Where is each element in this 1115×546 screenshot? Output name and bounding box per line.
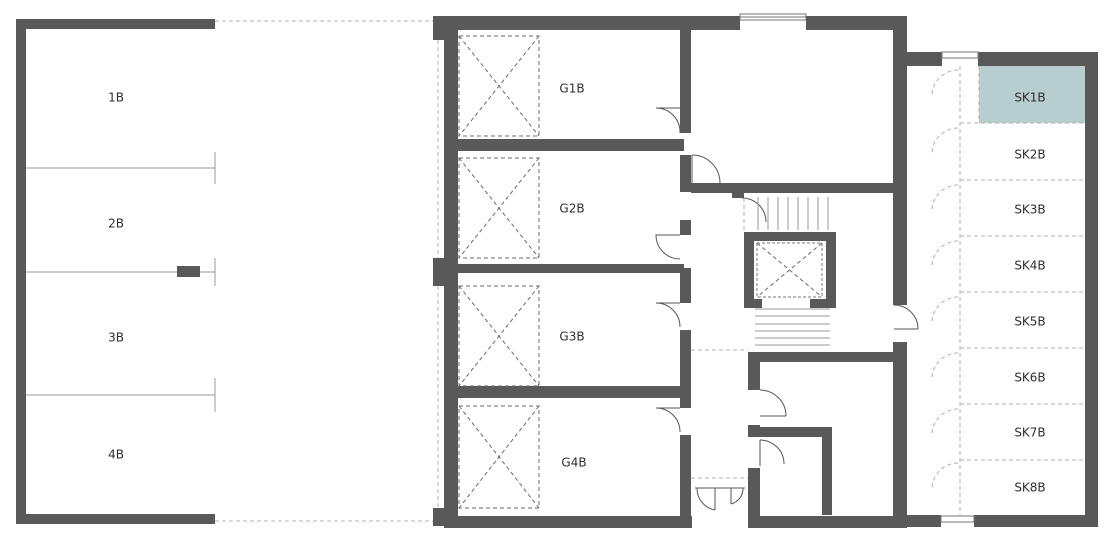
garage-label: G2B — [559, 202, 584, 216]
storage-unit-label: SK5B — [1014, 315, 1045, 329]
storage-unit-label: SK4B — [1014, 259, 1045, 273]
storage-door-swing — [931, 240, 959, 268]
parking-space-label: 1B — [108, 91, 124, 105]
storage-door-swing — [931, 462, 959, 490]
elevator — [744, 232, 836, 308]
parking-space-label: 2B — [108, 217, 124, 231]
storage-door-swing — [931, 352, 959, 380]
storage-unit-label: SK1B — [1014, 91, 1045, 105]
garage-label: G3B — [559, 330, 584, 344]
central-core — [691, 13, 919, 528]
storage-door-swing — [931, 296, 959, 324]
storage-door-swing — [931, 69, 959, 97]
garage-label: G4B — [561, 456, 586, 470]
parking-space-label: 4B — [108, 448, 124, 462]
storage-unit-label: SK7B — [1014, 426, 1045, 440]
stairs — [755, 197, 830, 346]
storage-door-swing — [931, 127, 959, 155]
parking-space-label: 3B — [108, 331, 124, 345]
storage-unit-label: SK3B — [1014, 203, 1045, 217]
parking-area — [16, 19, 433, 524]
storage-block — [907, 51, 1098, 527]
garage-label: G1B — [559, 82, 584, 96]
storage-door-swing — [931, 408, 959, 436]
garages-block — [433, 16, 907, 528]
storage-unit-label: SK6B — [1014, 371, 1045, 385]
storage-unit-label: SK8B — [1014, 481, 1045, 495]
labels: 1B 2B 3B 4B G1B G2B G3B G4B SK1B SK2B SK… — [108, 82, 1046, 495]
storage-unit-label: SK2B — [1014, 148, 1045, 162]
storage-door-swing — [931, 184, 959, 212]
